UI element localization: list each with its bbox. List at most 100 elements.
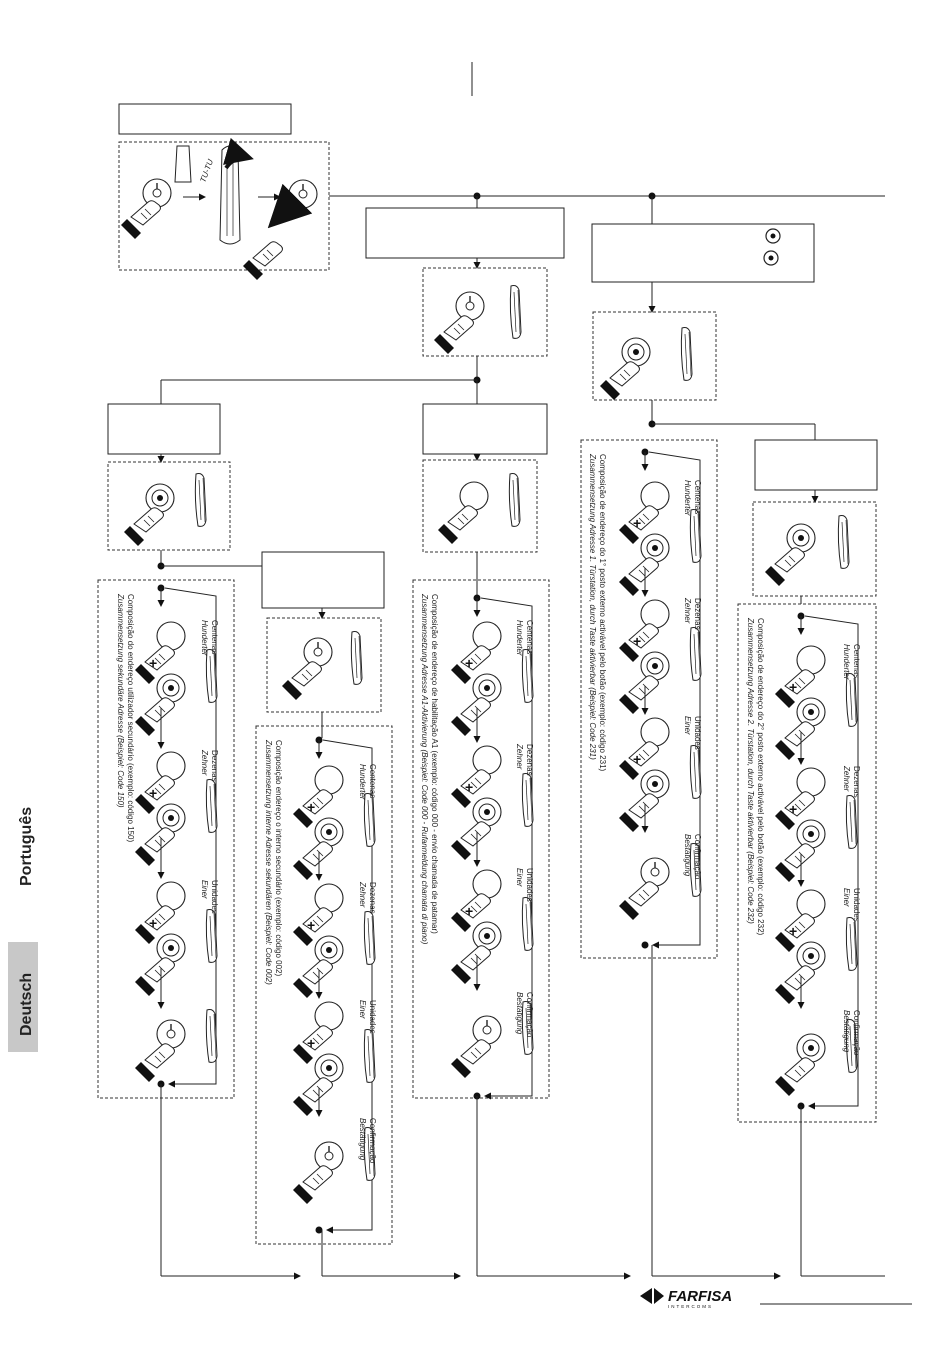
call-button-icon (472, 921, 502, 951)
hand-press-icon (450, 945, 491, 985)
step-label-de: Einer (842, 888, 851, 907)
digit-button-icon (156, 751, 186, 781)
digit-button-icon (640, 717, 670, 747)
tab-portugues[interactable]: Português (8, 758, 38, 914)
hand-press-icon (774, 843, 815, 883)
handset-icon (521, 773, 534, 827)
plus-sign: + (307, 917, 315, 933)
handset-icon (689, 745, 702, 799)
call-button-icon (314, 1053, 344, 1083)
plus-sign: + (633, 633, 641, 649)
digit-button-icon (796, 889, 826, 919)
panel-a (107, 461, 231, 551)
call-button-icon (156, 933, 186, 963)
flows: +CentenasHunderter+DezenasZehner+Unidade… (97, 439, 877, 1245)
step-label-de: Bestätigung (842, 1010, 851, 1053)
hand-press-icon (292, 841, 333, 881)
brand-sub: INTERCOMS (668, 1304, 713, 1309)
step-label-pt: Confirmação (693, 834, 702, 880)
digit-button-icon (314, 1001, 344, 1031)
handset-icon (363, 911, 376, 965)
digit-button-icon (156, 621, 186, 651)
hand-press-icon (774, 965, 815, 1005)
digit-button-icon (640, 481, 670, 511)
plus-sign: + (789, 923, 797, 939)
tab-deutsch[interactable]: Deutsch (8, 942, 38, 1052)
box-menu-a2 (261, 551, 385, 609)
hand-press-icon (774, 721, 815, 761)
digit-button-icon (472, 621, 502, 651)
hand-press-icon (292, 1165, 333, 1205)
handset-icon (205, 649, 218, 703)
step-label-pt: Unidades (525, 868, 534, 902)
step-label-pt: Dezenas (525, 744, 534, 776)
box-menu-a (107, 403, 221, 455)
confirm-button-icon (796, 1033, 826, 1063)
brand-logo: FARFISA INTERCOMS (640, 1288, 732, 1309)
handset-icon (363, 1029, 376, 1083)
step-label-de: Bestätigung (515, 992, 524, 1035)
step-label-de: Hunderter (515, 620, 524, 656)
step-label-de: Zehner (842, 765, 851, 792)
panel-b2 (422, 459, 538, 553)
box-menu-c (591, 223, 815, 283)
flow-caption-de: Zusammensetzung interne Adresse sekundär… (264, 739, 273, 985)
digit-button-icon (314, 765, 344, 795)
step-label-pt: Centenas (368, 764, 377, 798)
hand-press-icon (292, 959, 333, 999)
panel-a2 (266, 617, 382, 713)
call-button-icon (156, 673, 186, 703)
plus-sign: + (307, 1035, 315, 1051)
step-label-pt: Dezenas (368, 882, 377, 914)
box-menu-b2 (422, 403, 548, 455)
hand-press-icon (134, 1043, 175, 1083)
step-label-de: Zehner (683, 597, 692, 624)
step-label-pt: Unidades (368, 1000, 377, 1034)
step-label-pt: Dezenas (210, 750, 219, 782)
handset-icon (205, 909, 218, 963)
digit-button-icon (472, 745, 502, 775)
step-label-de: Einer (358, 1000, 367, 1019)
hand-press-icon (450, 1039, 491, 1079)
step-label-de: Einer (515, 868, 524, 887)
box-menu-b (365, 207, 565, 259)
plus-sign: + (789, 679, 797, 695)
hand-press-icon (134, 697, 175, 737)
handset-icon (845, 795, 858, 849)
digit-button-icon (796, 767, 826, 797)
plus-sign: + (149, 915, 157, 931)
plus-sign: + (465, 779, 473, 795)
flow-caption-pt: Composição de endereço do 1° posto exter… (598, 454, 607, 772)
flow-caption-pt: Composição endereço o interno secundário… (274, 740, 283, 976)
handset-icon (689, 627, 702, 681)
flow-caption-de: Zusammensetzung Adresse 1. Türstation, d… (588, 453, 597, 760)
step-label-pt: Confirmação (368, 1118, 377, 1164)
flow-1: +CentenasHunderter+DezenasZehner+Unidade… (97, 579, 235, 1099)
tab-portugues-label: Português (18, 807, 35, 886)
hand-press-icon (618, 557, 659, 597)
step-label-de: Zehner (515, 743, 524, 770)
flow-caption-pt: Composição de endereço de habilitação A1… (430, 594, 439, 934)
tab-deutsch-label: Deutsch (18, 973, 35, 1036)
step-label-pt: Confirmação (525, 992, 534, 1038)
confirm-button-icon (314, 1141, 344, 1171)
call-button-icon (796, 941, 826, 971)
tutu-label: TU-TU (198, 158, 215, 184)
plus-sign: + (789, 801, 797, 817)
step-label-de: Zehner (200, 749, 209, 776)
call-button-icon (640, 533, 670, 563)
flow-2: +CentenasHunderter+DezenasZehner+Unidade… (255, 725, 393, 1245)
panel-b (422, 267, 548, 357)
door-button-icon (156, 1019, 186, 1049)
